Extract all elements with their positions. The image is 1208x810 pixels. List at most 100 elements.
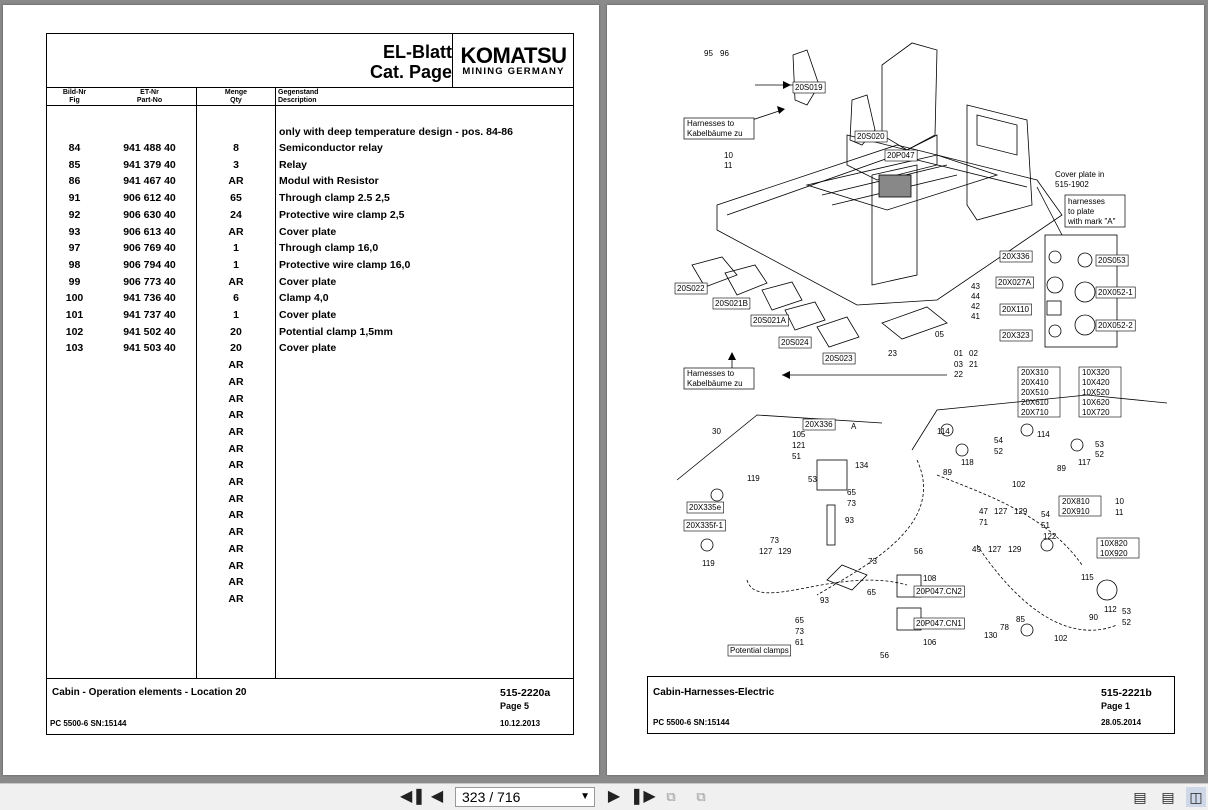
row-description: Through clamp 16,0 [279,242,379,255]
row-quantity: AR [228,592,244,605]
page-indicator: 323 / 716 [462,789,521,805]
row-part-number: 906 773 40 [123,275,176,288]
callout-box [999,329,1033,342]
callout-box [727,644,792,657]
row-quantity: AR [228,425,244,438]
row-description [279,559,569,573]
item-number: 73 [847,499,856,508]
row-description: Cover plate [279,225,337,238]
part-callout: 20S024 [781,338,809,347]
connector-115 [1096,579,1118,601]
first-page-icon[interactable]: ◀❚ [400,788,426,805]
joystick-left [792,49,820,106]
logo-wordmark: KOMATSU [460,43,567,68]
callout-box [913,585,965,598]
row-part-number [102,375,197,389]
row-description: Protective wire clamp 2,5 [279,208,405,221]
item-number: 134 [855,461,869,470]
item-number: 114 [1037,430,1050,439]
item-number: 95 [704,49,713,58]
col-part-de: ET-Nr [140,89,159,96]
col-qty-en: Qty [230,96,242,104]
item-number: 93 [820,596,829,605]
switch-20S053 [1077,252,1093,268]
cover-plate-label: Cover plate in [1055,170,1104,179]
harness-wire [746,579,908,594]
callout-box [999,250,1033,263]
connector-122 [1040,538,1054,552]
item-number: 56 [880,651,889,660]
row-fig: 103 [65,342,84,355]
rotate-right-icon[interactable]: ⧉ [696,789,706,804]
row-quantity: AR [228,225,244,238]
header-title-de: EL-Blatt [383,42,452,62]
callout-box [999,303,1032,316]
item-number: 73 [770,536,779,545]
next-page-icon[interactable]: ▶ [607,788,621,805]
row-description [279,392,569,406]
item-number: 65 [847,488,856,497]
item-number: 127 [994,507,1008,516]
row-fig [47,592,102,606]
item-number: 119 [747,474,760,483]
row-part-number [102,442,197,456]
col-desc-de: Gegenstand [278,89,319,96]
callout-box [884,149,918,162]
control-pedestal [871,164,918,286]
row-quantity: 24 [230,208,242,221]
harness-wire [976,544,1118,631]
row-part-number [102,358,197,372]
item-number: 03 [954,360,963,369]
row-description [279,592,569,606]
label-box [1064,194,1126,228]
row-description [279,458,569,472]
row-fig: 99 [68,275,81,288]
item-number: 54 [994,436,1003,445]
item-number: 130 [984,631,998,640]
conn-left-cell: 20X310 [1021,368,1049,377]
item-number: 73 [795,627,804,636]
row-part-number [102,542,197,556]
row-part-number: 906 769 40 [123,242,176,255]
arrow-up-icon [728,352,736,360]
item-number: 53 [808,475,817,484]
row-fig: 101 [65,309,84,321]
row-description: Modul with Resistor [279,175,379,188]
row-part-number: 906 612 40 [123,192,176,205]
row-fig [47,358,102,372]
item-number: 73 [868,557,877,566]
previous-page-icon[interactable]: ◀ [430,788,444,805]
arrow-right-icon [777,106,785,114]
row-quantity: 20 [230,342,242,355]
row-quantity: AR [228,359,244,372]
row-fig: 86 [68,175,81,188]
item-number: 43 [971,282,980,291]
part-callout: 20P047.CN1 [916,619,962,628]
callout-box [854,130,888,143]
part-callout: 20X335f-1 [686,521,723,530]
page-number-select[interactable]: 323 / 716 ▼ [455,787,595,807]
item-number: 44 [971,292,980,301]
deep-temperature-note: only with deep temperature design - pos.… [279,126,513,138]
row-description: Clamp 4,0 [279,292,329,305]
row-fig [47,559,102,573]
single-page-view-icon[interactable]: ▤ [1133,789,1147,805]
row-quantity: 1 [233,258,239,271]
column-header-rule [47,105,573,106]
rotate-left-icon[interactable]: ⧉ [666,789,676,804]
row-description [279,525,569,539]
row-fig: 91 [68,192,81,205]
col-header-qty: Menge Qty [197,89,275,104]
last-page-icon[interactable]: ❚▶ [630,788,656,805]
part-callout: Potential clamps [730,646,789,655]
callout-box [822,352,856,365]
item-number: 61 [795,638,804,647]
continuous-view-icon[interactable]: ▤ [1161,789,1175,805]
conn-left-cell: 20X410 [1021,378,1049,387]
col-desc-en: Description [278,96,317,104]
row-quantity: AR [228,409,244,422]
two-page-view-icon[interactable]: ◫ [1186,787,1206,807]
row-description [279,575,569,589]
row-quantity: AR [228,576,244,589]
footer-title: Cabin - Operation elements - Location 20 [52,687,247,698]
